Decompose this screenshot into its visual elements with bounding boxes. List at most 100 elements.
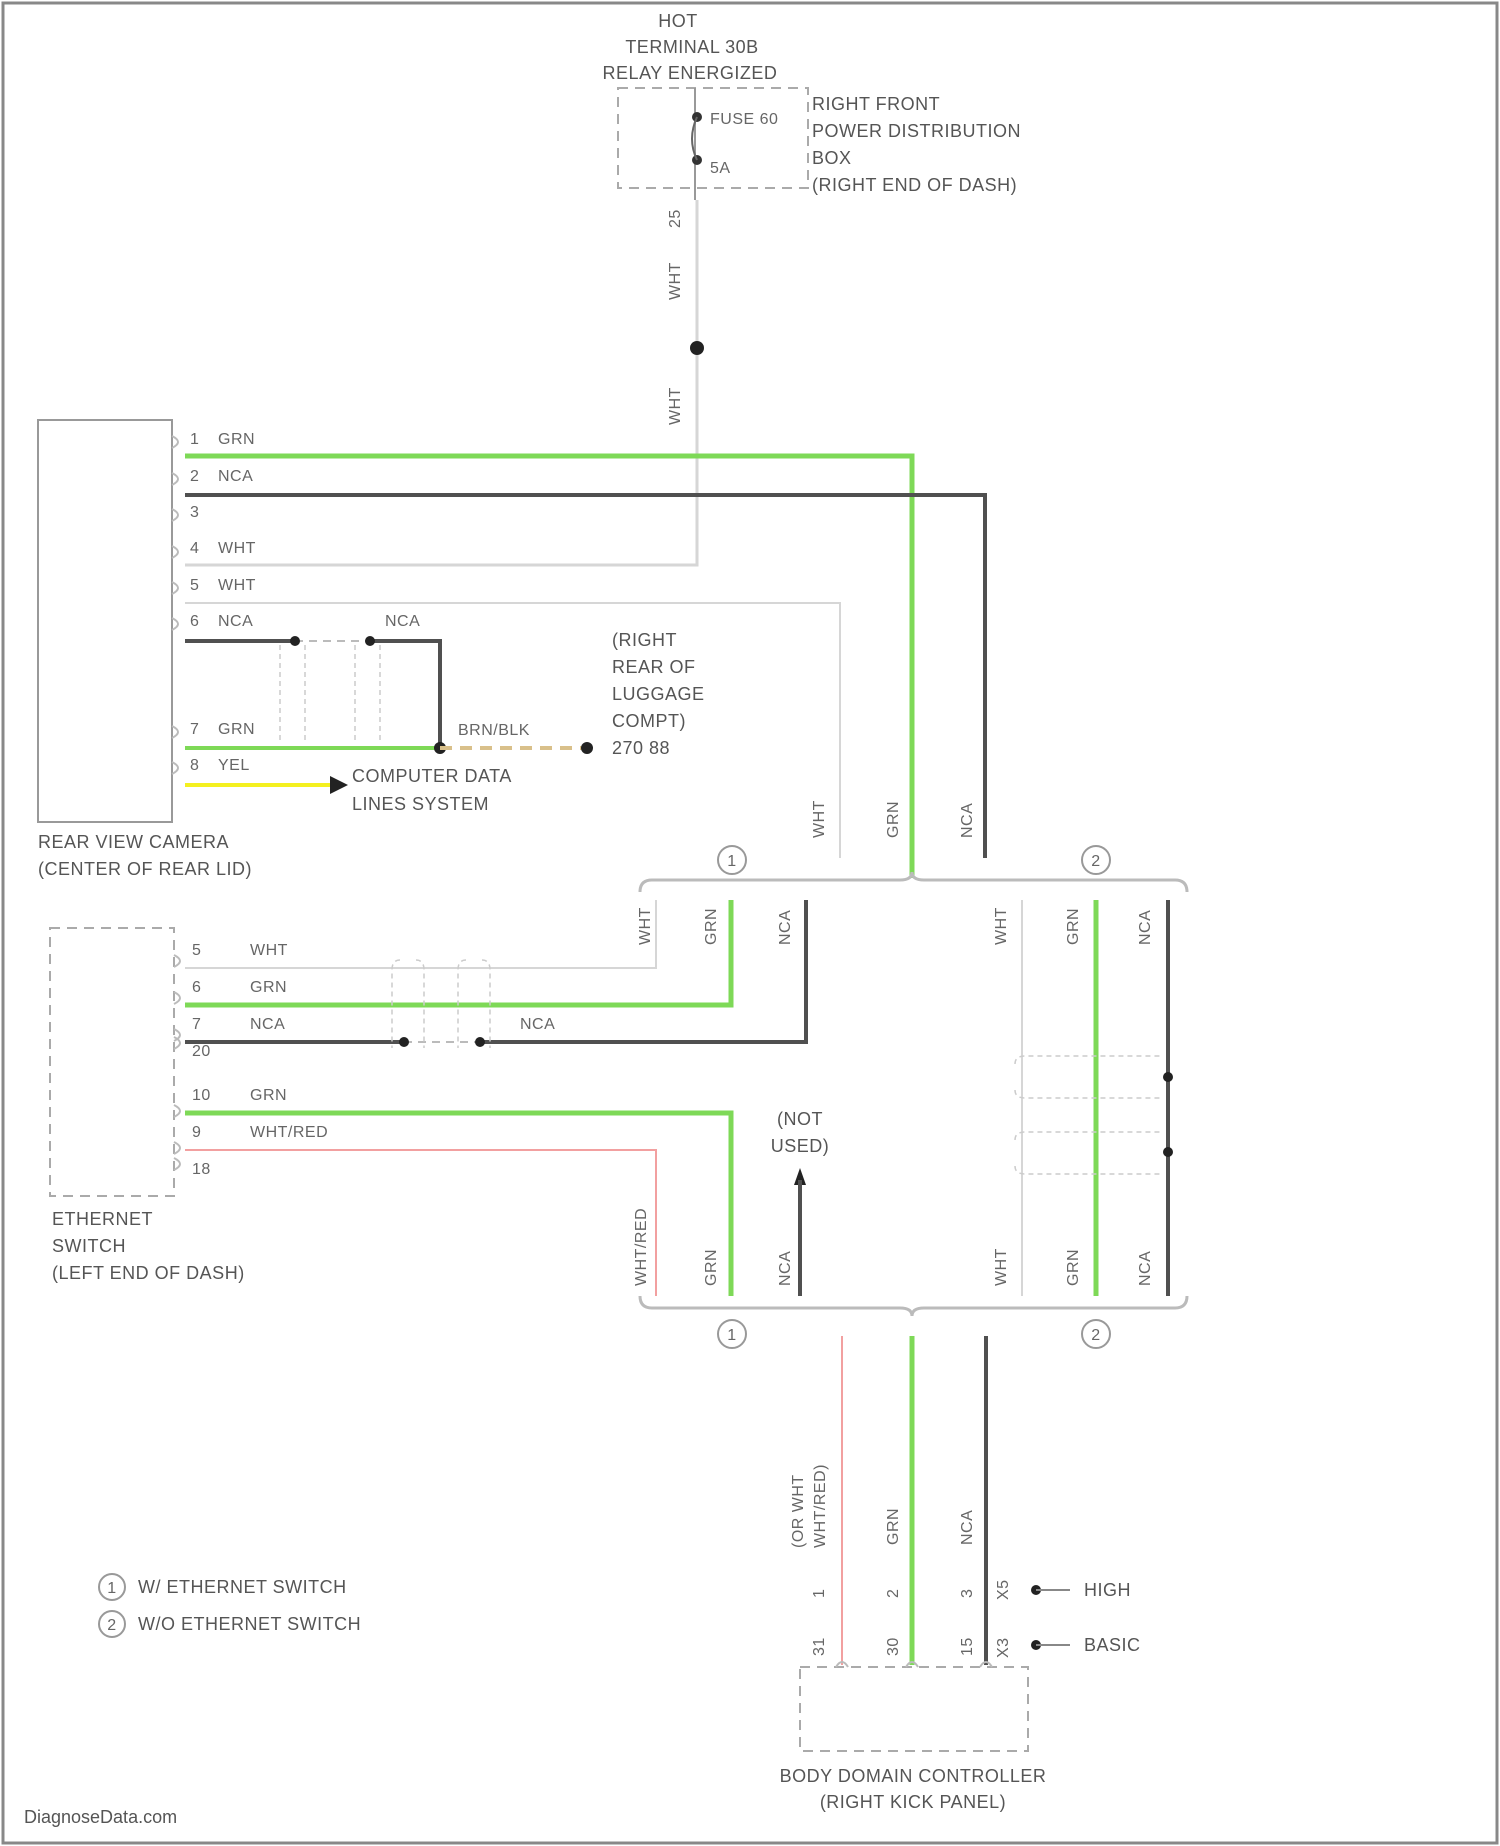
ground-loc-3: LUGGAGE [612,684,705,704]
top-grn-label: GRN [885,801,902,838]
bdc-high-pin-2: 2 [885,1589,902,1598]
page-border [3,3,1497,1843]
wire-power-wht [185,200,697,565]
power-wire-label-2: WHT [667,387,684,425]
cam-pin6-color: NCA [218,613,253,630]
legend-symbol-2-label: 2 [107,1617,116,1634]
bl-whtred-label: WHT/RED [633,1208,650,1286]
cam-shield [280,645,380,740]
ground-loc-2: REAR OF [612,657,696,677]
power-wire-label-1: WHT [667,262,684,300]
cam-pin4-num: 4 [190,540,199,557]
high-label: HIGH [1084,1580,1131,1600]
cam-pin4-color: WHT [218,540,256,557]
wire-cam-grn [185,456,912,878]
cam-splice-dot-2 [365,636,375,646]
br-nca-label: NCA [1137,1251,1154,1286]
bdc-wire1b-label: WHT/RED) [812,1464,829,1548]
cam-pin7-num: 7 [190,721,199,738]
power-box-line3: BOX [812,148,852,168]
switch-name-1: ETHERNET [52,1209,153,1229]
brnblk-label: BRN/BLK [458,722,530,739]
power-box-line4: (RIGHT END OF DASH) [812,175,1017,195]
bl-nca-label: NCA [777,1251,794,1286]
fuse-label: FUSE 60 [710,111,778,128]
bdc-high-pin-1: 1 [811,1589,828,1598]
bdc-basic-pin-3: 15 [959,1637,976,1656]
basic-label: BASIC [1084,1635,1141,1655]
top-circle-2-label: 2 [1091,853,1100,870]
bdc-wire3-label: NCA [959,1510,976,1545]
r-wht-label: WHT [993,907,1010,945]
br-grn-label: GRN [1065,1249,1082,1286]
hot-relay-label: RELAY ENERGIZED [603,63,778,83]
sw-pin7-num: 7 [192,1016,201,1033]
br-wht-label: WHT [993,1248,1010,1286]
cds-label-1: COMPUTER DATA [352,766,512,786]
top-wht-label: WHT [811,800,828,838]
sw-nca-label: NCA [520,1016,555,1033]
sw-pin9-color: WHT/RED [250,1124,328,1141]
ground-dot [581,742,593,754]
top-circle-1-label: 1 [727,853,736,870]
sw-pin6-num: 6 [192,979,201,996]
top-bracket [640,872,1187,892]
cam-pin3-num: 3 [190,504,199,521]
sw-pin18-num: 18 [192,1161,211,1178]
cam-pin5-color: WHT [218,577,256,594]
camera-box [38,420,172,822]
r-nca-label: NCA [1137,910,1154,945]
cds-label-2: LINES SYSTEM [352,794,489,814]
ground-loc-5: 270 88 [612,738,670,758]
bdc-basic-pin-1: 31 [811,1637,828,1656]
camera-name-2: (CENTER OF REAR LID) [38,859,252,879]
bottom-circle-2-label: 2 [1091,1327,1100,1344]
cam-nca-label: NCA [385,613,420,630]
hot-terminal-label: TERMINAL 30B [625,37,758,57]
sw-pin5-color: WHT [250,942,288,959]
sw-pin20-num: 20 [192,1043,211,1060]
r-splice-dot-1 [1163,1072,1173,1082]
switch-name-3: (LEFT END OF DASH) [52,1263,245,1283]
r-shield [1015,1056,1160,1174]
legend-item-2: W/O ETHERNET SWITCH [138,1614,361,1634]
power-box-line2: POWER DISTRIBUTION [812,121,1021,141]
r-grn-label: GRN [1065,908,1082,945]
cam-pin7-color: GRN [218,721,255,738]
l-nca-label: NCA [777,910,794,945]
fuse-pin-label: 25 [667,209,684,228]
l-grn-label: GRN [703,908,720,945]
l-wht-label: WHT [637,907,654,945]
legend-item-1: W/ ETHERNET SWITCH [138,1577,347,1597]
cam-pin8-num: 8 [190,757,199,774]
cam-pin1-color: GRN [218,431,255,448]
bottom-circle-1-label: 1 [727,1327,736,1344]
sw-splice-dot-1 [399,1037,409,1047]
cam-pin6-num: 6 [190,613,199,630]
bl-grn-label: GRN [703,1249,720,1286]
ethernet-switch-box [50,928,174,1196]
sw-pin5-num: 5 [192,942,201,959]
hot-label: HOT [658,11,698,31]
camera-name-1: REAR VIEW CAMERA [38,832,229,852]
bdc-high-conn: X5 [995,1579,1012,1600]
bdc-high-pin-3: 3 [959,1589,976,1598]
power-box-line1: RIGHT FRONT [812,94,940,114]
sw-splice-dot-2 [475,1037,485,1047]
top-nca-label: NCA [959,803,976,838]
bdc-basic-pin-2: 30 [885,1637,902,1656]
sw-pin9-num: 9 [192,1124,201,1141]
r-splice-dot-2 [1163,1147,1173,1157]
not-used-1: (NOT [777,1109,823,1129]
sw-pin10-num: 10 [192,1087,211,1104]
wire-sw-whtred [185,1150,656,1296]
ground-loc-4: COMPT) [612,711,686,731]
ground-loc-1: (RIGHT [612,630,677,650]
cds-arrow [330,776,348,794]
watermark: DiagnoseData.com [24,1807,177,1827]
bottom-bracket [640,1296,1187,1316]
bdc-name-2: (RIGHT KICK PANEL) [820,1792,1006,1812]
switch-name-2: SWITCH [52,1236,126,1256]
cam-pin8-color: YEL [218,757,250,774]
